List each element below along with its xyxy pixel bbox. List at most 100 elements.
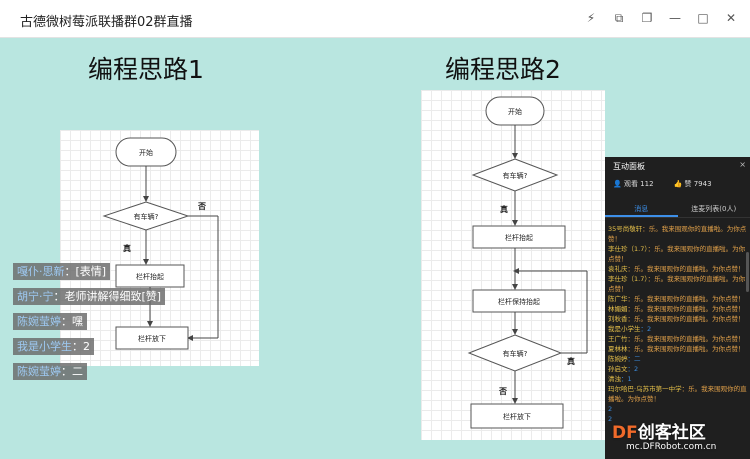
danmaku-user: 胡宁·宁 — [17, 290, 54, 303]
chat-user: 陈婉婷 — [608, 355, 628, 363]
chat-user: 王广竹 — [608, 335, 628, 343]
viewers-count: 👤 观看 112 — [613, 180, 654, 188]
flow1-no-label: 否 — [197, 202, 206, 211]
likes-count: 👍 赞 7943 — [673, 180, 712, 188]
chat-text: ：乐。我来围观你的直播啦。为你点赞！ — [627, 335, 745, 343]
dfrobot-url: mc.DFRobot.com.cn — [626, 442, 717, 452]
flow2-yes1-label: 真 — [500, 204, 508, 214]
danmaku-item: 我是小学生：2 — [13, 338, 94, 355]
chat-user: 35号尚敬轩 — [608, 225, 643, 233]
chat-user: 李仕珍（1.7） — [608, 245, 648, 253]
chat-message: 2 — [608, 414, 747, 424]
pip-icon[interactable]: ⧉ — [614, 10, 624, 25]
chat-message: 林媚媚：乐。我来围观你的直播啦。为你点赞！ — [608, 304, 747, 314]
chat-message: 李仕珍（1.7）：乐。我来围观你的直播啦。为你点赞！ — [608, 244, 747, 264]
chat-message: 35号尚敬轩：乐。我来围观你的直播啦。为你点赞！ — [608, 224, 747, 244]
chat-user: 夏林林 — [608, 345, 628, 353]
title-bar: 古德微树莓派联播群02群直播 ⚡ ⧉ ❐ — □ ✕ — [0, 0, 750, 38]
chat-user: 刘秋香 — [608, 315, 628, 323]
chat-message: 夏林林：乐。我来围观你的直播啦。为你点赞！ — [608, 344, 747, 354]
chat-message: 袁礼庆：乐。我来围观你的直播啦。为你点赞！ — [608, 264, 747, 274]
chat-text: ：乐。我来围观你的直播啦。为你点赞！ — [608, 385, 747, 403]
slide-title-1: 编程思路1 — [88, 55, 204, 84]
chat-user: 李仕珍（1.7） — [608, 275, 648, 283]
chat-text: ：1 — [621, 375, 632, 383]
chat-user: 袁礼庆 — [608, 265, 628, 273]
chat-user: 清浊 — [608, 375, 621, 383]
chat-text: ：乐。我来围观你的直播啦。为你点赞！ — [627, 265, 745, 273]
chat-message: 刘秋香：乐。我来围观你的直播啦。为你点赞！ — [608, 314, 747, 324]
tab-mic-list[interactable]: 连麦列表(0人) — [691, 205, 737, 213]
chat-text: 2 — [608, 415, 613, 423]
chat-user: 孙启文 — [608, 365, 628, 373]
message-list[interactable]: 35号尚敬轩：乐。我来围观你的直播啦。为你点赞！李仕珍（1.7）：乐。我来围观你… — [608, 224, 747, 459]
panel-stats: 👤 观看 112 👍 赞 7943 — [613, 179, 712, 189]
flowchart-2: 开始 有车辆? 真 栏杆抬起 栏杆保持抬起 有车辆? 真 否 栏杆放下 — [421, 90, 605, 440]
chat-text: ：乐。我来围观你的直播啦。为你点赞！ — [627, 295, 745, 303]
tab-messages[interactable]: 消息 — [605, 200, 678, 217]
pin-icon[interactable]: ⚡ — [586, 11, 596, 25]
window-title: 古德微树莓派联播群02群直播 — [20, 15, 193, 30]
like-icon: 👍 — [673, 180, 685, 188]
chat-text: ：乐。我来围观你的直播啦。为你点赞！ — [608, 245, 746, 263]
chat-text: ：二 — [627, 355, 641, 363]
chat-message: 王广竹：乐。我来围观你的直播啦。为你点赞！ — [608, 334, 747, 344]
flow1-yes-label: 真 — [123, 243, 131, 253]
dfrobot-watermark: DF创客社区 mc.DFRobot.com.cn — [612, 418, 748, 456]
danmaku-user: 嘎仆·思新 — [17, 265, 65, 278]
chat-text: ：2 — [627, 365, 639, 373]
maximize-icon[interactable]: □ — [697, 11, 709, 25]
flow2-decision1-label: 有车辆? — [503, 171, 528, 180]
message-scrollbar[interactable] — [746, 252, 749, 292]
danmaku-text: ：[表情] — [64, 265, 107, 278]
danmaku-item: 陈婉莹婷：嘿 — [13, 313, 87, 330]
slide-title-2: 编程思路2 — [445, 55, 561, 84]
flow1-lower-node — [115, 326, 189, 350]
flow2-keep-node — [472, 289, 566, 313]
danmaku-text: ：老师讲解得细致[赞] — [53, 290, 162, 303]
chat-text: ：乐。我来围观你的直播啦。为你点赞！ — [627, 315, 745, 323]
window-controls: ⚡ ⧉ ❐ — □ ✕ — [582, 9, 740, 27]
danmaku-text: ：嘿 — [61, 315, 83, 328]
danmaku-item: 嘎仆·思新：[表情] — [13, 263, 111, 280]
flow2-lower-label: 栏杆放下 — [503, 412, 531, 421]
chat-text: 2 — [608, 405, 613, 413]
panel-tabs: 消息 连麦列表(0人) — [605, 200, 750, 218]
minimize-icon[interactable]: — — [669, 11, 681, 25]
chat-text: ：乐。我来围观你的直播啦。为你点赞！ — [627, 305, 745, 313]
chat-text: ：2 — [640, 325, 652, 333]
flow2-raise-label: 栏杆抬起 — [505, 233, 533, 242]
panel-title: 互动面板 — [613, 162, 645, 171]
chat-message: 我是小学生：2 — [608, 324, 747, 334]
chat-message: 孙启文：2 — [608, 364, 747, 374]
danmaku-user: 我是小学生 — [17, 340, 72, 353]
flow1-lower-label: 栏杆放下 — [138, 334, 166, 343]
chat-text: ：乐。我来围观你的直播啦。为你点赞！ — [608, 225, 747, 243]
chat-message: 2 — [608, 404, 747, 414]
flow1-decision-label: 有车辆? — [134, 212, 159, 221]
panel-close-icon[interactable]: × — [739, 160, 746, 169]
close-icon[interactable]: ✕ — [725, 11, 737, 25]
flow1-raise-label: 栏杆抬起 — [136, 272, 164, 281]
flow2-raise-node — [472, 225, 566, 249]
interaction-panel: 互动面板 × 👤 观看 112 👍 赞 7943 消息 连麦列表(0人) 35号… — [605, 157, 750, 459]
chat-message: 玛尔哈巴·乌苏市第一中学：乐。我来围观你的直播啦。为你点赞！ — [608, 384, 747, 404]
danmaku-text: ：二 — [61, 365, 83, 378]
chat-message: 陈婉婷：二 — [608, 354, 747, 364]
flow2-start-label: 开始 — [508, 107, 522, 116]
chat-message: 李仕珍（1.7）：乐。我来围观你的直播啦。为你点赞！ — [608, 274, 747, 294]
chat-text: ：乐。我来围观你的直播啦。为你点赞！ — [627, 345, 745, 353]
copy-icon[interactable]: ❐ — [641, 11, 653, 25]
chat-message: 清浊：1 — [608, 374, 747, 384]
chat-message: 陈广华：乐。我来围观你的直播啦。为你点赞！ — [608, 294, 747, 304]
chat-user: 玛尔哈巴·乌苏市第一中学 — [608, 385, 682, 393]
chat-text: ：乐。我来围观你的直播啦。为你点赞！ — [608, 275, 746, 293]
dfrobot-logo: DF创客社区 — [612, 423, 706, 443]
flow2-keep-label: 栏杆保持抬起 — [498, 297, 540, 306]
viewers-icon: 👤 — [613, 180, 624, 188]
danmaku-user: 陈婉莹婷 — [17, 315, 61, 328]
flow2-lower-node — [470, 403, 564, 429]
flow2-yes2-label: 真 — [567, 356, 575, 366]
danmaku-item: 胡宁·宁：老师讲解得细致[赞] — [13, 288, 166, 305]
chat-user: 我是小学生 — [608, 325, 641, 333]
